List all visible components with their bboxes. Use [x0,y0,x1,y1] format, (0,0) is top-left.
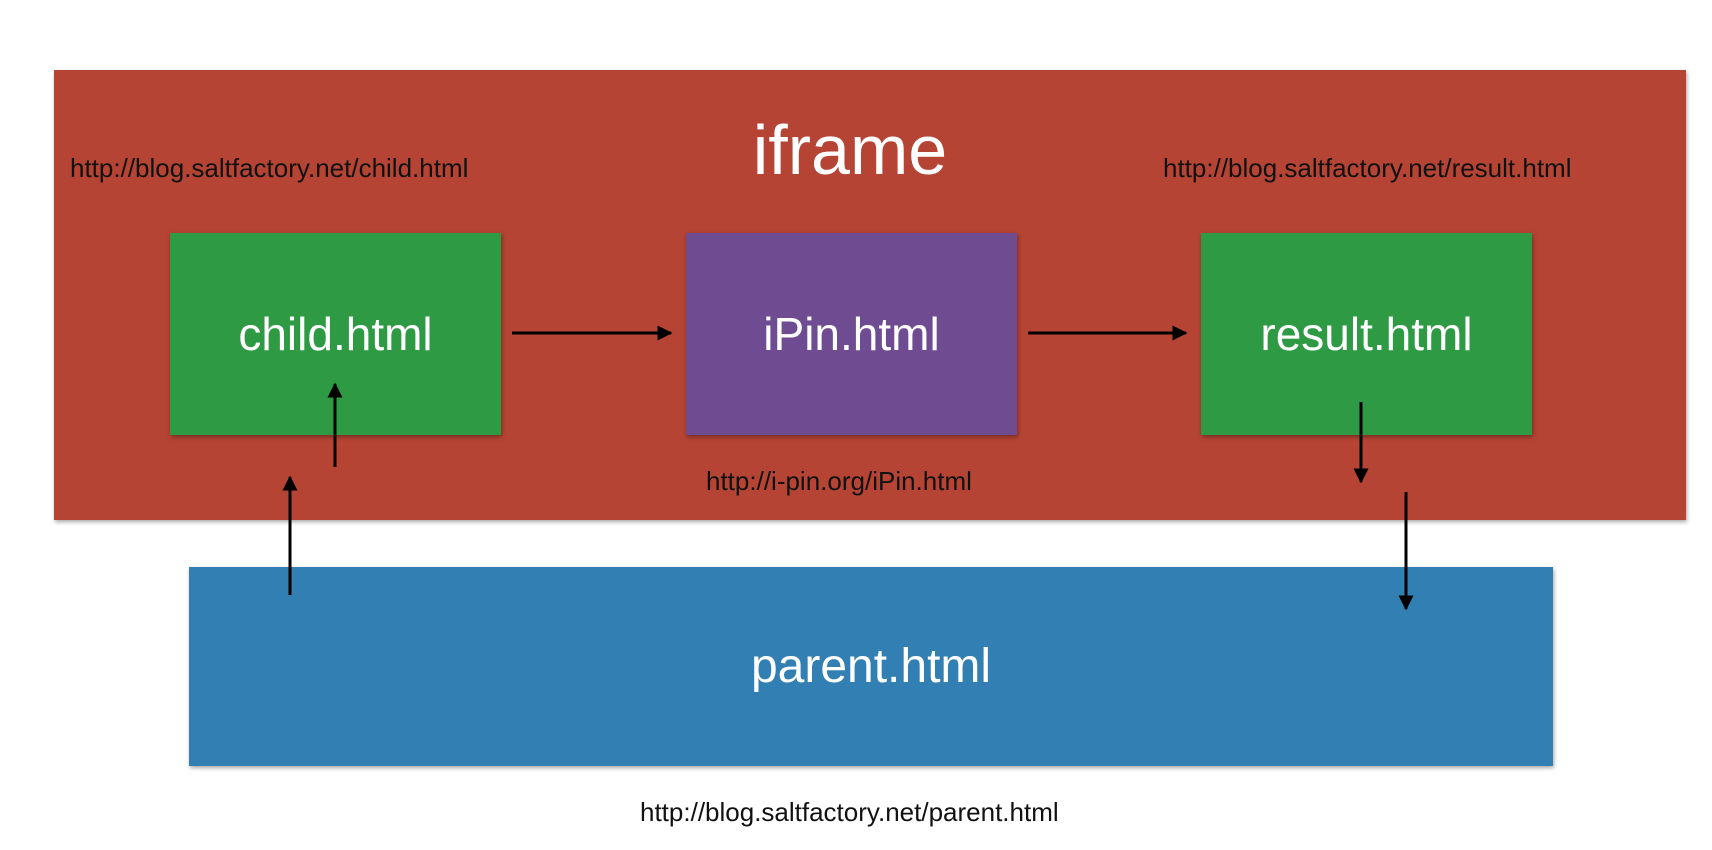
child-url-label: http://blog.saltfactory.net/child.html [70,153,469,183]
parent-url-label: http://blog.saltfactory.net/parent.html [640,797,1059,827]
result-html-label: result.html [1260,308,1473,360]
result-url-label: http://blog.saltfactory.net/result.html [1163,153,1572,183]
child-html-box: child.html [170,233,501,435]
ipin-html-box: iPin.html [686,233,1017,435]
result-html-box: result.html [1201,233,1532,435]
parent-html-label: parent.html [750,640,992,693]
ipin-html-label: iPin.html [763,308,940,360]
parent-panel [189,567,1553,766]
child-html-label: child.html [238,308,433,360]
parent-html-box-label-area: parent.html [189,567,1553,766]
ipin-url-label: http://i-pin.org/iPin.html [706,466,972,496]
iframe-heading: iframe [752,111,948,189]
